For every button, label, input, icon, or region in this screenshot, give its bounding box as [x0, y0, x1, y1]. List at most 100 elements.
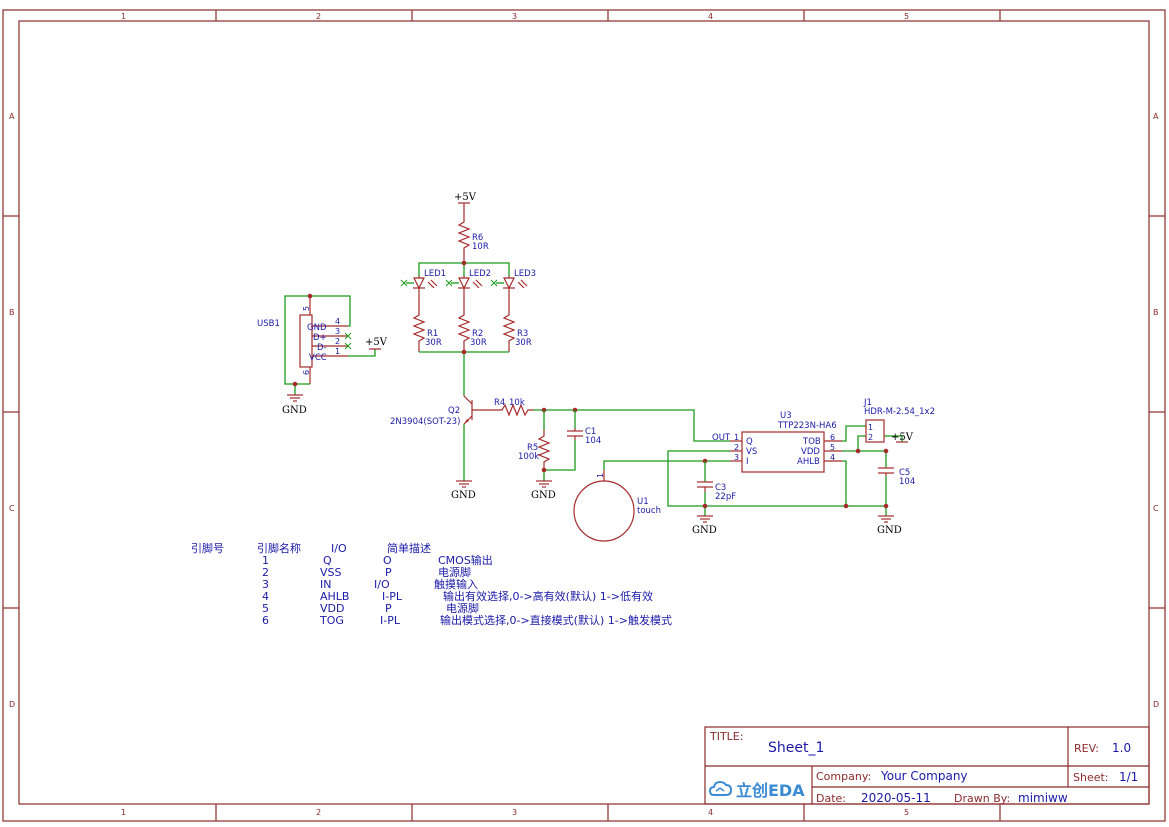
capacitor-c5[interactable]: C5 104	[878, 467, 915, 487]
zone-row-b: B	[9, 308, 15, 317]
table-header-desc: 简单描述	[387, 541, 431, 555]
usb1-pin-3-num: 3	[335, 327, 340, 336]
vcc-flag-usb: +5V	[365, 337, 388, 350]
table-row: 4 AHLB I-PL 输出有效选择,0->高有效(默认) 1->低有效	[262, 589, 653, 603]
rev-value: 1.0	[1112, 741, 1131, 755]
c5-value: 104	[899, 477, 915, 487]
c3-ref: C3	[715, 483, 726, 493]
logo-text: 立创EDA	[736, 781, 805, 800]
vcc-label-top: +5V	[454, 192, 477, 203]
table-cell-name: IN	[320, 578, 331, 591]
zone-col-3-bottom: 3	[512, 808, 517, 817]
led-bus-wire	[418, 260, 510, 276]
r3-value: 30R	[515, 338, 532, 348]
company-value: Your Company	[880, 769, 968, 783]
u3-pin-6-num: 6	[830, 433, 835, 442]
r2-ref: R2	[472, 329, 483, 339]
table-cell-desc: 触摸输入	[434, 577, 478, 591]
r1-value: 30R	[425, 338, 442, 348]
r1-ref: R1	[427, 329, 438, 339]
resistor-r3[interactable]: R3 30R	[502, 308, 532, 352]
led-led2[interactable]: LED2	[445, 269, 491, 308]
table-header-num: 引脚号	[191, 541, 224, 555]
led-led3[interactable]: LED3	[490, 269, 536, 308]
r3-ref: R3	[517, 329, 528, 339]
j1-ref: J1	[863, 398, 872, 408]
r5-c1-gnd-wire	[541, 440, 576, 481]
resistor-r1[interactable]: R1 30R	[412, 308, 442, 352]
u3-pin-i: I	[746, 457, 749, 467]
sheet-title: Sheet_1	[768, 740, 824, 756]
transistor-q2[interactable]: Q2 2N3904(SOT-23)	[390, 395, 496, 427]
table-cell-name: Q	[323, 554, 332, 567]
r4-net-wire	[534, 407, 730, 442]
table-cell-desc: 输出有效选择,0->高有效(默认) 1->低有效	[443, 589, 653, 603]
u3-pin-5-num: 5	[830, 443, 835, 452]
no-connect-led3	[490, 279, 498, 287]
table-cell-name: AHLB	[320, 590, 349, 603]
table-row: 3 IN I/O 触摸输入	[262, 577, 478, 591]
capacitor-c1[interactable]: C1 104	[567, 427, 601, 446]
no-connect-led1	[400, 279, 408, 287]
zone-col-4-bottom: 4	[708, 808, 713, 817]
usb1-pin-1-num: 1	[335, 347, 340, 356]
gnd-label-r5: GND	[531, 490, 556, 501]
no-connect-led2	[445, 279, 453, 287]
gnd-label-c3: GND	[692, 525, 717, 536]
no-connect-d-plus	[344, 332, 352, 340]
date-value: 2020-05-11	[861, 791, 931, 805]
led-led1[interactable]: LED1	[400, 269, 446, 308]
q2-value: 2N3904(SOT-23)	[390, 417, 460, 427]
zone-col-2-bottom: 2	[316, 808, 321, 817]
resistor-r2[interactable]: R2 30R	[457, 308, 487, 352]
touch-pad-u1[interactable]: 1 U1 touch	[573, 470, 661, 542]
rev-label: REV:	[1074, 742, 1099, 755]
table-cell-num: 1	[262, 554, 269, 567]
lceda-logo: 立创EDA	[708, 780, 805, 800]
title-label: TITLE:	[709, 730, 743, 743]
header-j1[interactable]: 1 2 J1 HDR-M-2.54_1x2	[863, 398, 935, 443]
u3-value: TTP223N-HA6	[777, 421, 837, 431]
resistor-r6[interactable]: R6 10R	[457, 215, 489, 262]
r4-value: 10k	[509, 398, 525, 408]
table-cell-io: I/O	[374, 578, 390, 591]
table-cell-desc: CMOS输出	[438, 553, 493, 567]
gnd-symbol-r5: GND	[531, 480, 556, 501]
usb1-pin-2-num: 2	[335, 337, 340, 346]
gnd-symbol-usb: GND	[282, 394, 307, 416]
zone-col-2: 2	[316, 12, 321, 21]
table-cell-desc: 输出模式选择,0->直接模式(默认) 1->触发模式	[440, 613, 672, 627]
u3-ref: U3	[780, 411, 792, 421]
zone-col-1: 1	[121, 12, 126, 21]
table-cell-io: P	[385, 602, 392, 615]
zone-col-4: 4	[708, 12, 713, 21]
u3-pin-vdd: VDD	[801, 447, 820, 457]
r5-value: 100k	[518, 452, 539, 462]
date-label: Date:	[816, 792, 846, 805]
j1-pin-2: 2	[868, 433, 873, 442]
resistor-r5[interactable]: R5 100k	[518, 430, 551, 470]
r2-value: 30R	[470, 338, 487, 348]
resistor-r4[interactable]: R4 10k	[494, 398, 534, 417]
table-cell-name: TOG	[319, 614, 344, 627]
usb1-connector[interactable]: USB1 GND D+ D- VCC 4 3 2 1 5 6	[257, 296, 352, 384]
zone-row-d-right: D	[1153, 700, 1159, 709]
capacitor-c3[interactable]: C3 22pF	[697, 481, 736, 502]
drawn-by-value: mimiww	[1018, 791, 1068, 805]
j1-pin-1: 1	[868, 423, 873, 432]
vcc-label-j1: +5V	[891, 432, 914, 443]
table-cell-io: P	[385, 566, 392, 579]
gnd-label-q2: GND	[451, 490, 476, 501]
vcc-flag-j1: +5V	[891, 432, 914, 443]
ic-u3[interactable]: U3 TTP223N-HA6 Q VS I 1 2 3 TOB VDD AHLB…	[712, 411, 842, 473]
table-cell-num: 2	[262, 566, 269, 579]
u1-pin-num: 1	[596, 473, 605, 478]
r6-value: 10R	[472, 242, 489, 252]
u3-pin-tob: TOB	[802, 437, 821, 447]
table-row: 1 Q O CMOS输出	[262, 553, 493, 567]
usb1-pin-vcc-name: VCC	[309, 353, 327, 363]
net-label-out: OUT	[712, 433, 731, 443]
usb1-wires	[284, 293, 376, 395]
sheet-label: Sheet:	[1073, 771, 1109, 784]
